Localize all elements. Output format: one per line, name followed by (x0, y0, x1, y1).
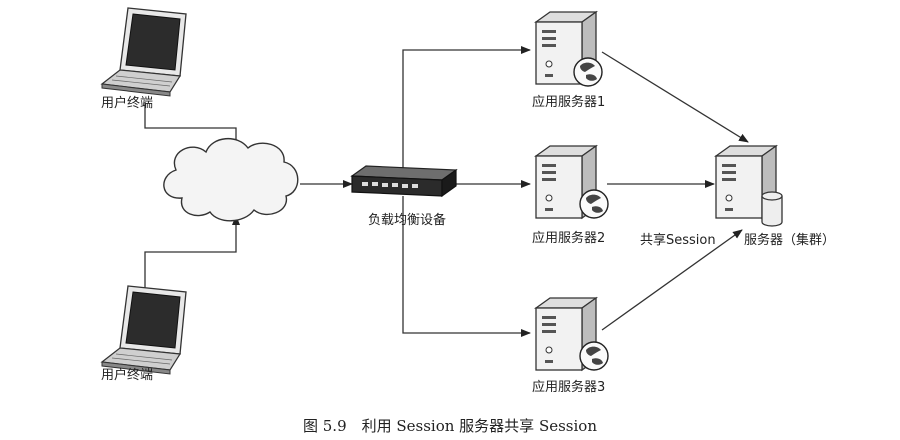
server3-globe-icon (579, 341, 609, 371)
server1-label: 应用服务器1 (532, 94, 605, 110)
server2-label: 应用服务器2 (532, 230, 605, 246)
client-top-label: 用户终端 (101, 95, 153, 111)
server2-globe-icon (579, 189, 609, 219)
server1-globe-icon (573, 57, 603, 87)
client-top-laptop-icon (101, 7, 187, 97)
server3-to-session-server-connector (601, 229, 743, 331)
client-bottom-laptop-icon (101, 285, 187, 375)
load-balancer-to-server1-connector (402, 46, 531, 172)
session-database-icon (761, 191, 783, 227)
load-balancer-switch-icon (350, 165, 458, 198)
client-bottom-label: 用户终端 (101, 367, 153, 383)
figure-caption: 图 5.9 利用 Session 服务器共享 Session (303, 417, 597, 435)
session-cluster-label: 服务器（集群） (744, 232, 835, 248)
load-balancer-label: 负载均衡设备 (368, 212, 446, 228)
internet-cloud-icon (163, 138, 299, 222)
client-bottom-to-cloud-connector (144, 215, 240, 288)
shared-session-label: 共享Session (640, 232, 716, 248)
server3-label: 应用服务器3 (532, 379, 605, 395)
load-balancer-to-server3-connector (402, 196, 531, 337)
server1-to-session-server-connector (601, 51, 749, 143)
